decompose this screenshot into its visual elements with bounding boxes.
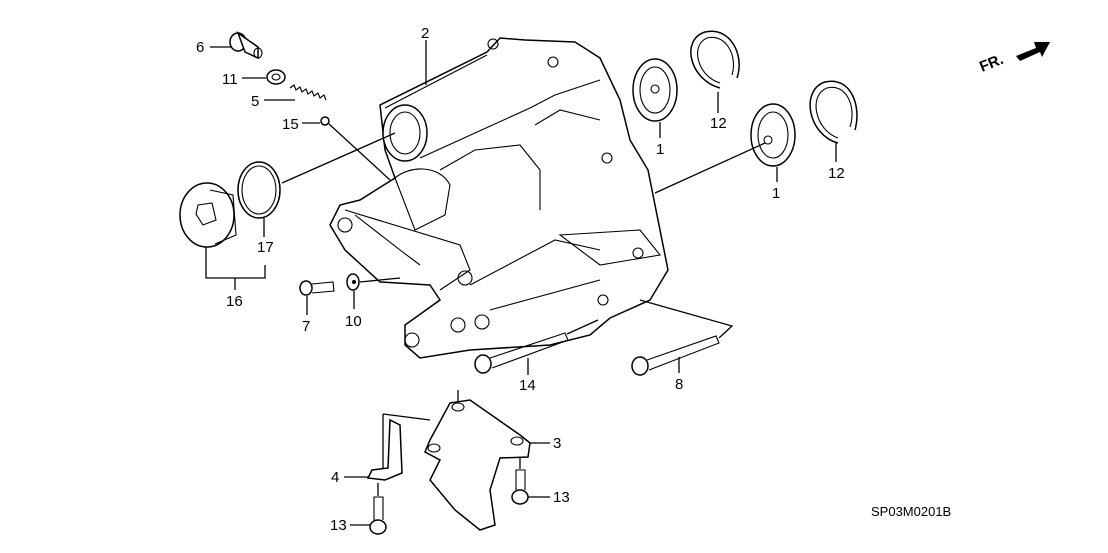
callout-8: 8 [675,376,683,393]
sealing-washer[interactable] [266,69,286,85]
callout-2: 2 [421,25,429,42]
callout-13-left: 13 [330,517,347,534]
steel-ball[interactable] [320,116,330,126]
callout-4: 4 [331,469,339,486]
callout-10: 10 [345,313,362,330]
callout-3: 3 [553,435,561,452]
sealing-bolt[interactable] [229,31,263,60]
callout-7: 7 [302,318,310,335]
callout-14: 14 [519,377,536,394]
snap-ring-upper[interactable] [690,30,740,89]
callout-12-lower: 12 [828,165,845,182]
small-stay-bracket[interactable] [366,418,403,481]
front-direction-indicator: FR. [977,42,1050,76]
callout-15: 15 [282,116,299,133]
front-direction-label: FR. [977,51,1006,76]
callout-11: 11 [222,71,238,88]
cover-plug-lower[interactable] [750,103,796,167]
flange-bolt-small[interactable] [299,280,335,296]
drain-plug-assembly[interactable] [179,182,237,248]
callout-5: 5 [251,93,259,110]
flange-bolt-bracket-right[interactable] [511,469,529,505]
flange-bolt-bracket-left[interactable] [369,496,387,535]
side-cover-case[interactable] [329,37,669,359]
long-flange-bolt-left[interactable] [474,332,569,374]
callout-16: 16 [226,293,243,310]
spring[interactable] [289,84,327,101]
mount-bracket[interactable] [424,399,531,531]
front-direction-arrow-icon [1016,42,1050,61]
callout-6: 6 [196,39,204,56]
callout-13-right: 13 [553,489,570,506]
callout-1-upper: 1 [656,141,664,158]
o-ring[interactable] [237,161,281,219]
callout-12-upper: 12 [710,115,727,132]
washer[interactable] [346,273,360,291]
cover-plug-upper[interactable] [632,58,678,122]
callout-17: 17 [257,239,274,256]
callout-1-lower: 1 [772,185,780,202]
long-flange-bolt-right[interactable] [631,335,720,376]
diagram-code: SP03M0201B [871,504,951,519]
snap-ring-lower[interactable] [809,80,858,144]
